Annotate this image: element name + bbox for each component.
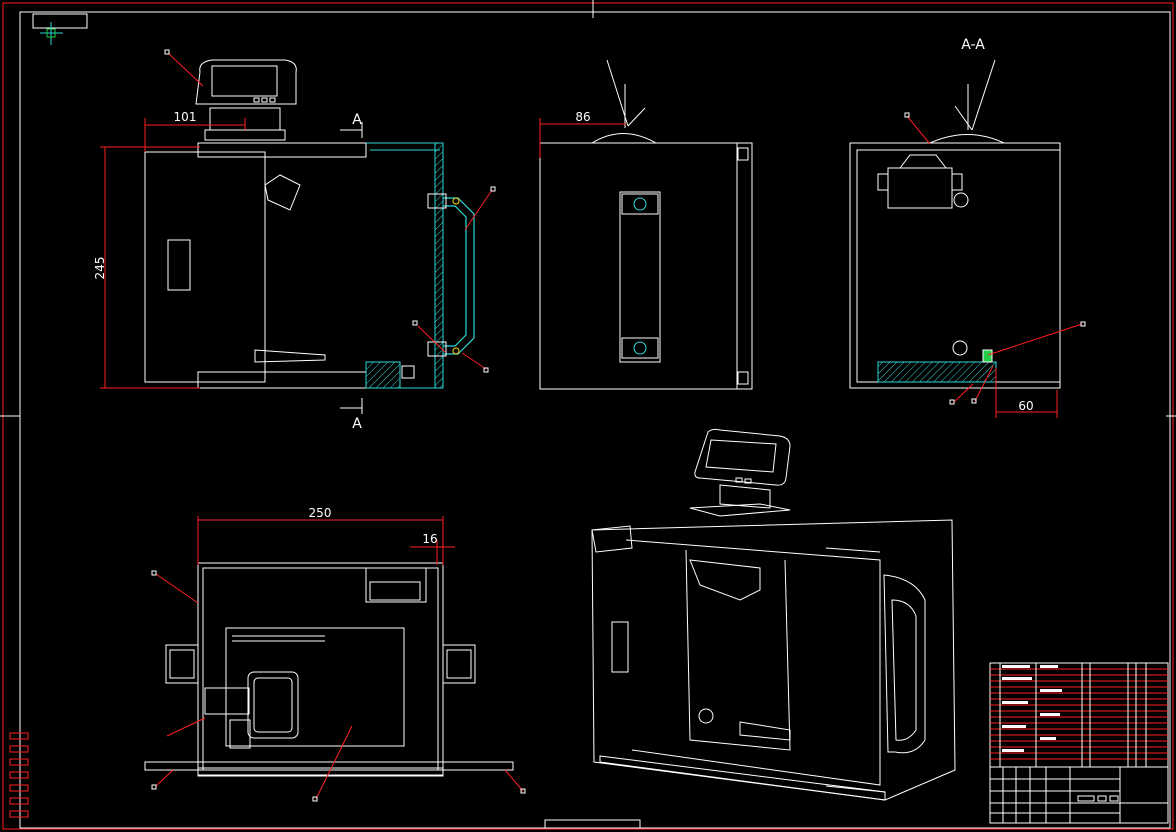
section-view-a-a (849, 59, 1086, 418)
side-view (539, 59, 753, 390)
dim-101: 101 (174, 110, 197, 124)
isometric-view (591, 428, 956, 801)
ucs-icon (32, 13, 88, 45)
margin-markers (9, 732, 29, 818)
display-unit (195, 59, 297, 141)
dim-245: 245 (93, 257, 107, 280)
dim-86: 86 (575, 110, 590, 124)
section-marker-bottom: A (352, 416, 362, 432)
parts-list-table (989, 662, 1169, 768)
section-marker-top: A (352, 112, 362, 128)
front-section-view (100, 49, 496, 414)
section-label-a-a: A-A (961, 37, 985, 53)
dim-16: 16 (422, 532, 437, 546)
title-block (989, 766, 1169, 824)
dim-250: 250 (309, 506, 332, 520)
dim-60: 60 (1018, 399, 1033, 413)
top-view (144, 516, 526, 802)
